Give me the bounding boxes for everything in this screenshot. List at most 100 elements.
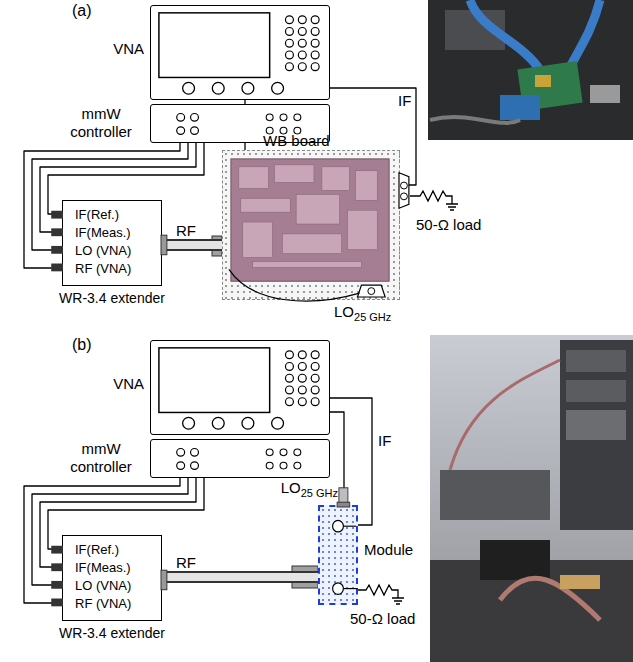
node-label: VNA	[113, 375, 144, 393]
vna-instrument-art-part	[298, 374, 306, 382]
vna-instrument-art-part	[285, 28, 293, 36]
load-resistor-part	[358, 585, 398, 598]
panel-label: (b)	[72, 336, 92, 354]
vna-instrument-art-part	[285, 398, 293, 406]
cable	[32, 478, 188, 585]
mmw-controller-art-part	[280, 114, 287, 121]
wire-bond-board-art-part	[400, 193, 407, 200]
mmw-controller-art-part	[191, 127, 199, 135]
node-label: WR-3.4 extender	[59, 624, 165, 642]
lab-photo-part	[480, 540, 550, 580]
node-label: VNA	[113, 40, 144, 58]
vna-instrument-art-part	[285, 374, 293, 382]
cable	[32, 143, 188, 250]
port-label: RF (VNA)	[75, 596, 131, 612]
signal-subscript: 25 GHz	[354, 311, 391, 324]
vna-instrument-art-part	[159, 13, 270, 78]
load-resistor-part	[410, 191, 452, 204]
wire-bond-board-art-part	[253, 262, 362, 268]
signal-subscript: 25 GHz	[301, 487, 338, 500]
mmw-controller-art-part	[177, 462, 185, 470]
mmw-controller-art-part	[294, 449, 301, 456]
vna-instrument-art-part	[285, 351, 293, 359]
wire-bond-board-art-part	[368, 288, 375, 295]
wire-bond-board-art-part	[357, 285, 385, 297]
lab-photo-part	[450, 360, 560, 470]
port-label: LO (VNA)	[75, 243, 131, 259]
vna-instrument-art-part	[285, 51, 293, 59]
vna-instrument-art-part	[285, 386, 293, 394]
vna-instrument-art-part	[311, 51, 319, 59]
wire-bond-board-art-part	[231, 159, 389, 281]
vna-instrument-art-part	[298, 398, 306, 406]
packaged-module-art-part	[343, 526, 356, 527]
waveguide-body	[162, 241, 222, 249]
signal-label: IF	[378, 432, 391, 450]
vna-instrument-art-part	[285, 63, 293, 71]
node-label: WB board	[263, 132, 330, 150]
packaged-module-art-part	[337, 502, 350, 507]
frequency-extender-art-part	[51, 264, 63, 272]
signal-label: LO	[334, 303, 354, 321]
setup-photo-part	[430, 117, 520, 123]
wire-bond-board-art-part	[274, 165, 314, 183]
vna-instrument-art-part	[212, 417, 224, 429]
signal-label: RF	[176, 222, 196, 240]
packaged-module-art	[320, 507, 356, 603]
vna-instrument-art-part	[311, 386, 319, 394]
mmw-controller-art-part	[266, 114, 273, 121]
vna-instrument-art-part	[242, 82, 254, 94]
packaged-module-art-part	[333, 520, 344, 532]
vna-instrument-art-part	[311, 28, 319, 36]
frequency-extender-art-part	[51, 246, 63, 254]
frequency-extender: IF(Ref.)IF(Meas.)LO (VNA)RF (VNA)WR-3.4 …	[62, 200, 162, 286]
vna-instrument-art-part	[298, 16, 306, 24]
vna-instrument-art-part	[272, 417, 284, 429]
waveguide-wall	[162, 239, 222, 251]
wire-bond-board-art-part	[243, 222, 273, 258]
load-resistor	[358, 585, 404, 604]
vna-instrument-art-part	[298, 63, 306, 71]
waveguide	[162, 245, 222, 246]
signal-label: RF	[176, 554, 196, 572]
vna-instrument-art-part	[311, 374, 319, 382]
lab-photo-part	[560, 575, 600, 589]
waveguide-wall	[162, 571, 318, 583]
vna-instrument-art-part	[298, 39, 306, 47]
mmw-controller-art-part	[177, 449, 185, 457]
mmw-controller-art-part	[177, 114, 185, 122]
frequency-extender-art-part	[51, 581, 63, 589]
vna-instrument-art-part	[285, 39, 293, 47]
panel-label: (a)	[72, 2, 92, 20]
port-label: IF(Ref.)	[75, 542, 119, 558]
port-label: IF(Meas.)	[75, 225, 131, 241]
vna-instrument-art-part	[298, 28, 306, 36]
setup-photo-part	[470, 0, 540, 70]
vna-instrument-art-part	[272, 82, 284, 94]
mmw-controller-art-part	[177, 127, 185, 135]
setup-photo-part	[535, 75, 551, 87]
port-label: IF(Meas.)	[75, 560, 131, 576]
lab-photo-part	[566, 410, 626, 440]
mmw-controller-art-part	[191, 449, 199, 457]
wire-bond-board-art-part	[355, 171, 377, 201]
lab-photo-part	[560, 340, 633, 530]
vna-instrument-art-part	[311, 398, 319, 406]
port-label: IF(Ref.)	[75, 207, 119, 223]
frequency-extender-art-part	[51, 546, 63, 554]
frequency-extender-art-part	[161, 235, 167, 255]
frequency-extender-art-part	[51, 211, 63, 219]
signal-label: LO	[281, 479, 301, 497]
vna-instrument-art-part	[298, 363, 306, 371]
packaged-module-art-part	[333, 583, 344, 595]
node-label: mmW controller	[59, 440, 143, 476]
vna-instrument-art	[151, 6, 329, 99]
wire-bond-board-art-part	[296, 194, 340, 224]
vna-instrument: VNA	[150, 5, 330, 100]
lab-photo	[430, 335, 633, 662]
mmw-controller-art-part	[280, 449, 287, 456]
mmw-controller-art-part	[266, 449, 273, 456]
vna-instrument-art-part	[298, 351, 306, 359]
